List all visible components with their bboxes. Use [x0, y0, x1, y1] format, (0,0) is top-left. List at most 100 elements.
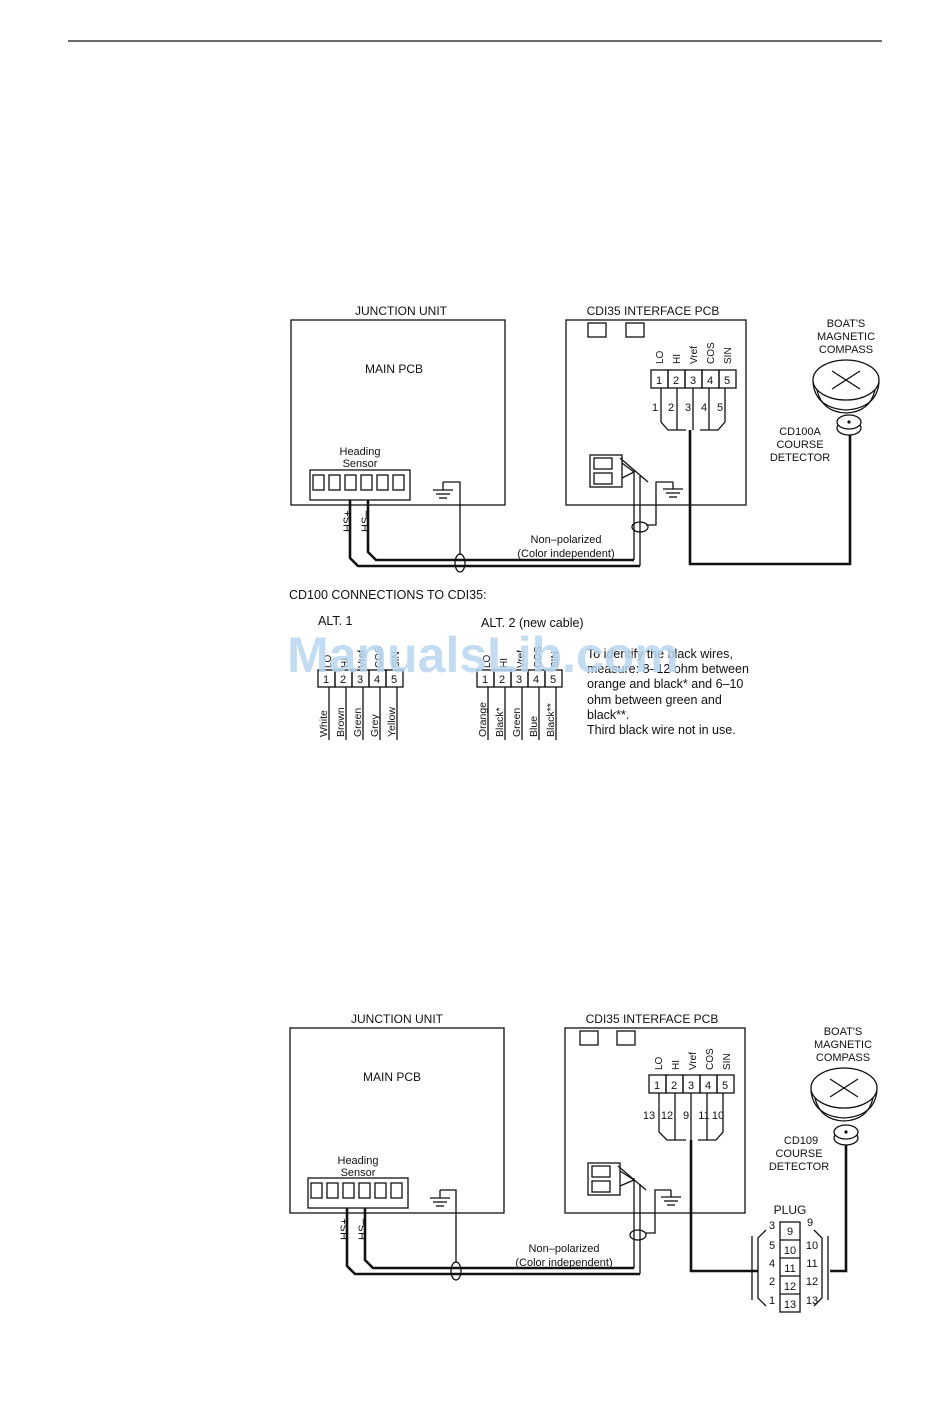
shield-wire [443, 481, 461, 555]
terminal-number: 3 [516, 674, 522, 686]
detector-cable [830, 1145, 848, 1273]
terminal-number: 1 [482, 674, 488, 686]
cable-note-1: Non–polarized [529, 1243, 600, 1255]
svg-text:orange and black* and 6–10: orange and black* and 6–10 [587, 677, 743, 691]
plug-connector: PLUG 9 10 11 12 13 3 5 4 2 1 9 10 11 12 … [751, 1203, 829, 1313]
ground-icon [661, 1190, 681, 1206]
hs-minus-label: HS– [357, 1218, 369, 1240]
wire-numbers: 1 2 3 4 5 [652, 402, 723, 414]
cable-wire-a [348, 500, 640, 568]
terminal-number: 2 [673, 375, 679, 387]
hs-plus-label: HS+ [342, 510, 354, 532]
ground-icon [433, 482, 453, 499]
cable-connector [587, 1162, 635, 1196]
terminal-label: SIN [722, 1053, 733, 1070]
wire-identification-note: To identify the black wires, measure: 8–… [587, 647, 749, 737]
cable-note-2: (Color independent) [515, 1257, 612, 1269]
terminal-number: 3 [357, 674, 363, 686]
terminal-number: 4 [374, 674, 380, 686]
detector-label-1: CD100A [779, 426, 821, 438]
terminal-label: Vref [689, 346, 700, 364]
terminal-label: HI [672, 354, 683, 364]
terminal-number: 1 [654, 1080, 660, 1092]
plug-pin-number: 1 [769, 1295, 775, 1307]
connections-title: CD100 CONNECTIONS TO CDI35: [289, 588, 487, 602]
terminal-label: Vref [516, 650, 527, 668]
ground-icon [430, 1190, 450, 1207]
compass-label-2: MAGNETIC [814, 1039, 872, 1051]
svg-text:4: 4 [701, 402, 707, 414]
svg-text:9: 9 [683, 1110, 689, 1122]
terminal-label: Vref [688, 1052, 699, 1070]
detector-label-3: DETECTOR [769, 1161, 829, 1173]
svg-text:ohm between green and: ohm between green and [587, 693, 722, 707]
plug-pin-number: 11 [784, 1263, 795, 1275]
alt2-terminals: LO HI Vref COS SIN 1 2 3 4 5 Orange Blac… [476, 646, 563, 740]
course-detector-icon [833, 1124, 859, 1146]
wiring-diagram-cd109: JUNCTION UNIT MAIN PCB Heading Sensor HS… [289, 1012, 878, 1313]
heading-sensor-terminal-block [307, 1177, 409, 1209]
compass-label-2: MAGNETIC [817, 331, 875, 343]
terminal-number: 5 [722, 1080, 728, 1092]
wiring-diagram-cd100: JUNCTION UNIT MAIN PCB Heading Sensor HS… [290, 304, 880, 573]
svg-text:3: 3 [685, 402, 691, 414]
hs-plus-label: HS+ [339, 1218, 351, 1240]
detector-wire-bundle [660, 388, 726, 431]
detector-label-1: CD109 [784, 1135, 818, 1147]
main-pcb-label: MAIN PCB [365, 362, 423, 376]
svg-text:Third black wire not in use.: Third black wire not in use. [587, 723, 736, 737]
shield-wire [646, 481, 673, 526]
pcb-component [625, 322, 645, 338]
wire-color-label: Black* [494, 707, 506, 737]
cable-note-1: Non–polarized [531, 534, 602, 546]
compass-label-1: BOAT'S [824, 1026, 863, 1038]
terminal-number: 5 [550, 674, 556, 686]
heading-sensor-terminal-block [309, 469, 411, 501]
plug-pin-number: 4 [769, 1258, 775, 1270]
terminal-label: HI [499, 658, 510, 668]
wire-color-label: Green [352, 708, 364, 737]
cable-connector [589, 454, 635, 488]
ground-icon [663, 482, 683, 498]
plug-pin-number: 5 [769, 1240, 775, 1252]
compass-icon [812, 359, 880, 414]
terminal-label: SIN [550, 651, 561, 668]
terminal-label: SIN [391, 651, 402, 668]
plug-pin-number: 12 [784, 1281, 796, 1293]
terminal-label: HI [671, 1060, 682, 1070]
plug-pin-number: 2 [769, 1276, 775, 1288]
svg-text:11: 11 [698, 1110, 709, 1122]
cdi35-box [564, 1027, 746, 1214]
terminal-number: 5 [391, 674, 397, 686]
cdi35-title: CDI35 INTERFACE PCB [587, 304, 720, 318]
plug-pin-number: 12 [806, 1276, 818, 1288]
wire-color-label: White [318, 710, 330, 737]
svg-text:10: 10 [712, 1110, 724, 1122]
terminal-number: 5 [724, 375, 730, 387]
svg-text:measure: 8–12 ohm between: measure: 8–12 ohm between [587, 662, 749, 676]
plug-pin-number: 10 [784, 1245, 796, 1257]
detector-label-2: COURSE [775, 1148, 822, 1160]
terminal-label: HI [340, 658, 351, 668]
plug-pin-number: 11 [806, 1258, 817, 1270]
wire-color-label: Black** [545, 703, 557, 737]
hs-minus-label: HS– [360, 510, 372, 532]
terminal-number: 4 [705, 1080, 711, 1092]
pcb-component [587, 322, 607, 338]
terminal-number: 4 [707, 375, 713, 387]
terminal-label: LO [323, 654, 334, 668]
svg-text:To identify the black wires,: To identify the black wires, [587, 647, 733, 661]
cable-note-2: (Color independent) [517, 548, 614, 560]
terminal-label: LO [655, 350, 666, 364]
heading-sensor-label-2: Sensor [341, 1167, 376, 1179]
shield-wire [440, 1189, 457, 1263]
terminal-label: LO [654, 1056, 665, 1070]
terminal-number: 3 [690, 375, 696, 387]
alt1-title: ALT. 1 [318, 614, 353, 628]
plug-pin-number: 13 [784, 1299, 796, 1311]
plug-pin-number: 9 [807, 1217, 813, 1229]
cdi35-title: CDI35 INTERFACE PCB [586, 1012, 719, 1026]
alt2-title: ALT. 2 (new cable) [481, 616, 584, 630]
wire-color-label: Grey [369, 713, 381, 737]
